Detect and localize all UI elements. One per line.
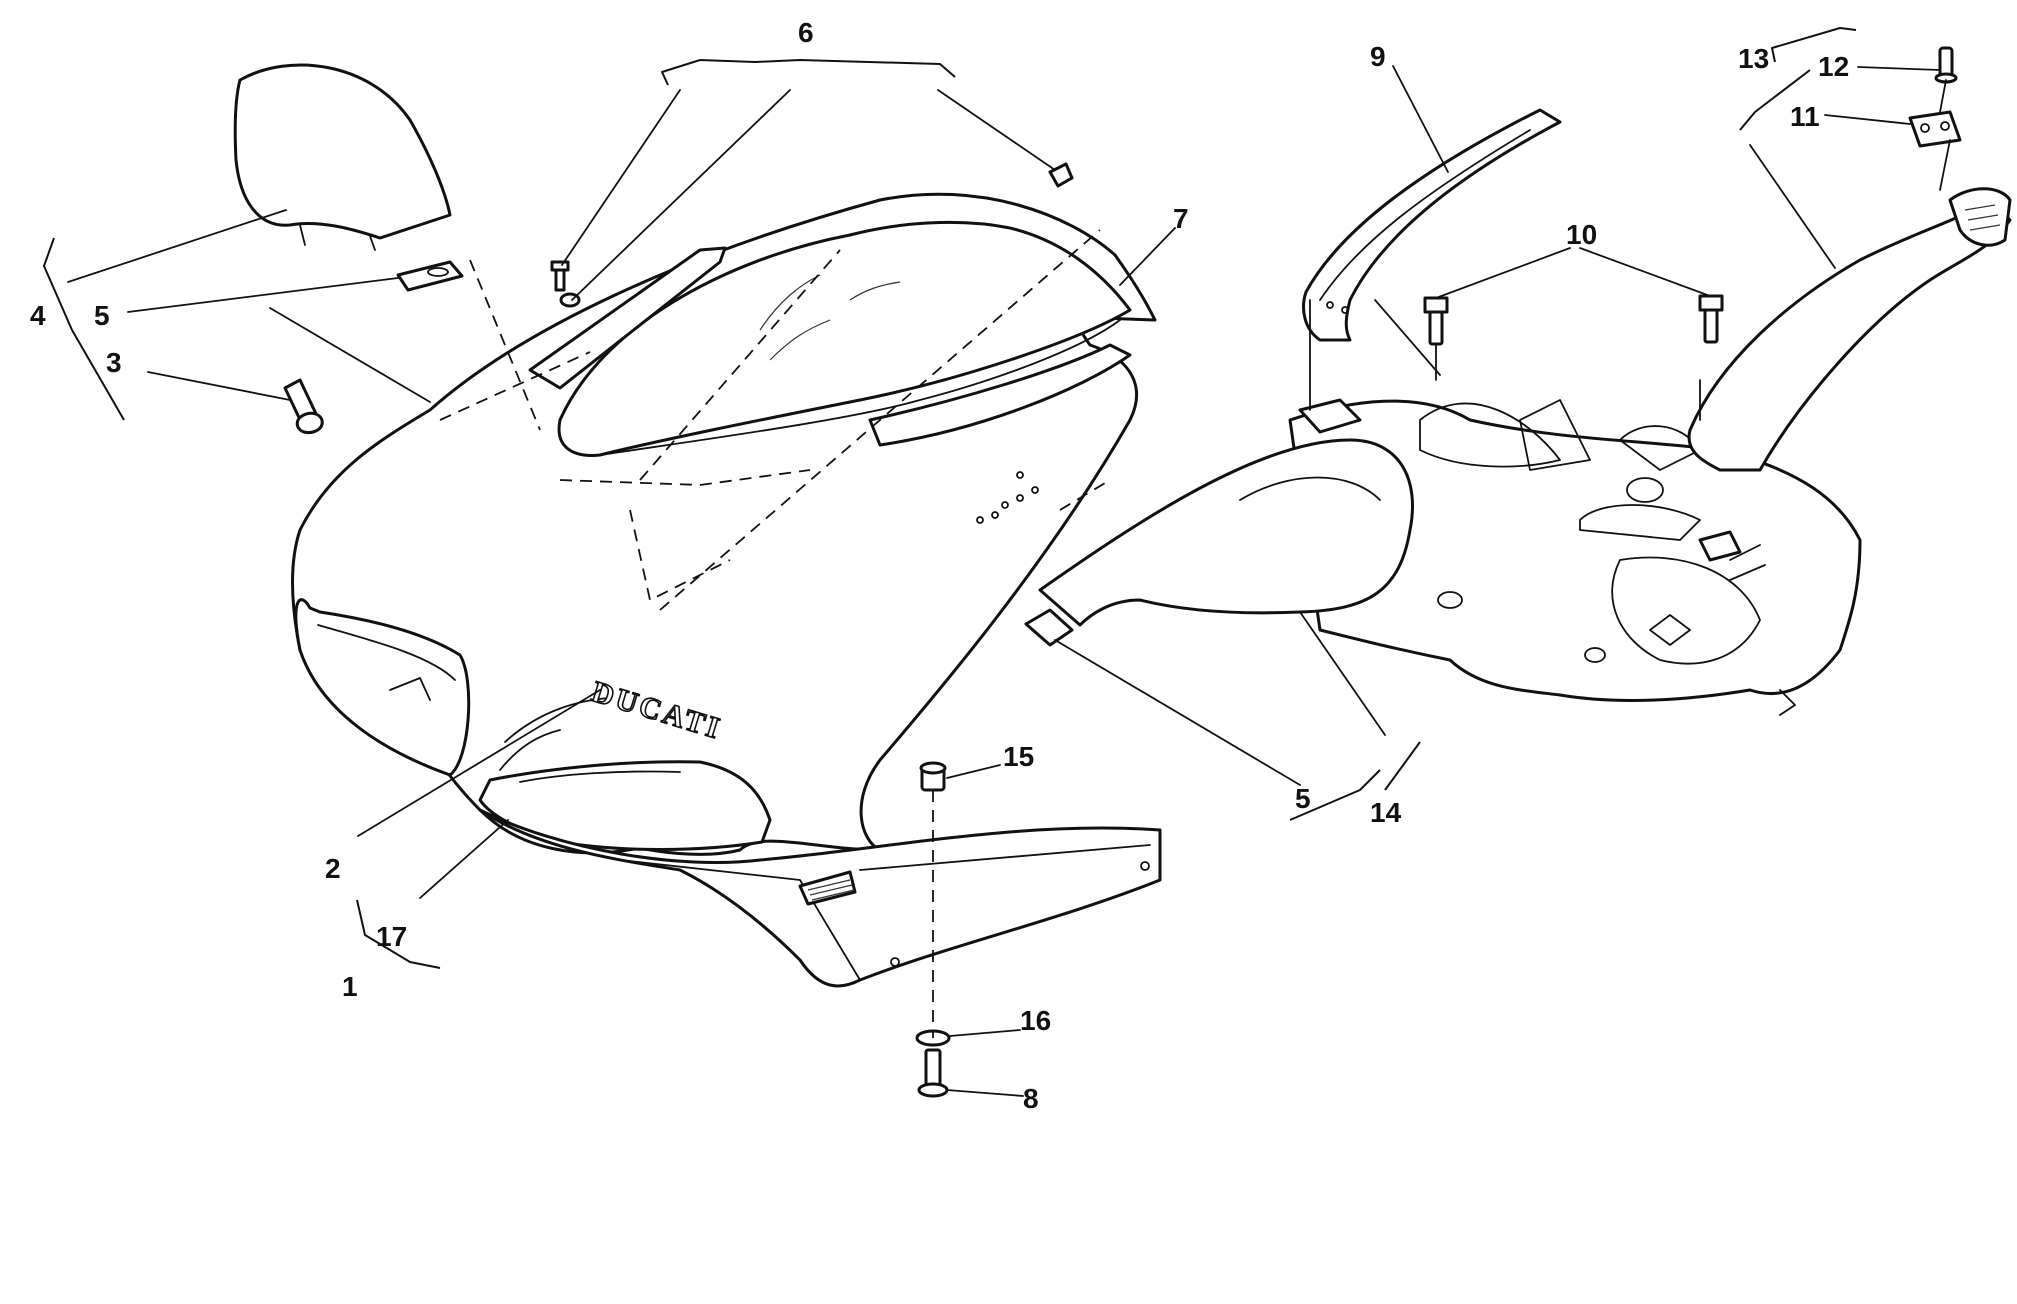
seat-cowl-bracket — [396, 260, 464, 292]
support-arm-9 — [1302, 108, 1562, 342]
inner-fairing — [1288, 398, 1862, 716]
grommet-15 — [919, 761, 947, 792]
callout-15: 15 — [1003, 741, 1034, 772]
callout-12: 12 — [1818, 51, 1849, 82]
callout-5-left: 5 — [94, 300, 110, 331]
callout-7: 7 — [1173, 203, 1189, 234]
support-arm-13 — [1687, 187, 2012, 472]
callout-labels: 1 2 3 4 5 5 6 7 8 9 10 11 12 13 14 15 16… — [30, 17, 1849, 1114]
callout-1: 1 — [342, 971, 358, 1002]
front-fairing: DUCATI — [291, 192, 1162, 988]
mirror-housing — [1024, 438, 1414, 647]
assembly-lines — [439, 79, 1951, 1038]
callout-14: 14 — [1370, 797, 1402, 828]
callout-3: 3 — [106, 347, 122, 378]
grommet-6-right — [1048, 162, 1074, 188]
bracket-11 — [1908, 110, 1962, 148]
callout-17: 17 — [376, 921, 407, 952]
seat-cowl — [233, 63, 452, 251]
callout-10: 10 — [1566, 219, 1597, 250]
bolt-10-right — [1698, 294, 1724, 344]
leader-lines — [67, 65, 1941, 1097]
screw-3 — [283, 378, 324, 434]
callout-5-right: 5 — [1295, 783, 1311, 814]
bolt-10-left — [1423, 296, 1449, 346]
mesh-grille — [798, 870, 857, 906]
callout-6: 6 — [798, 17, 814, 48]
screw-12 — [1934, 46, 1958, 84]
callout-16: 16 — [1020, 1005, 1051, 1036]
screw-6-left — [550, 260, 581, 308]
callout-11: 11 — [1790, 101, 1820, 132]
bolt-8 — [917, 1048, 949, 1098]
callout-9: 9 — [1370, 41, 1386, 72]
callout-13: 13 — [1738, 43, 1769, 74]
callout-4: 4 — [30, 300, 46, 331]
braces — [43, 27, 1857, 969]
callout-2: 2 — [325, 853, 341, 884]
callout-8: 8 — [1023, 1083, 1039, 1114]
